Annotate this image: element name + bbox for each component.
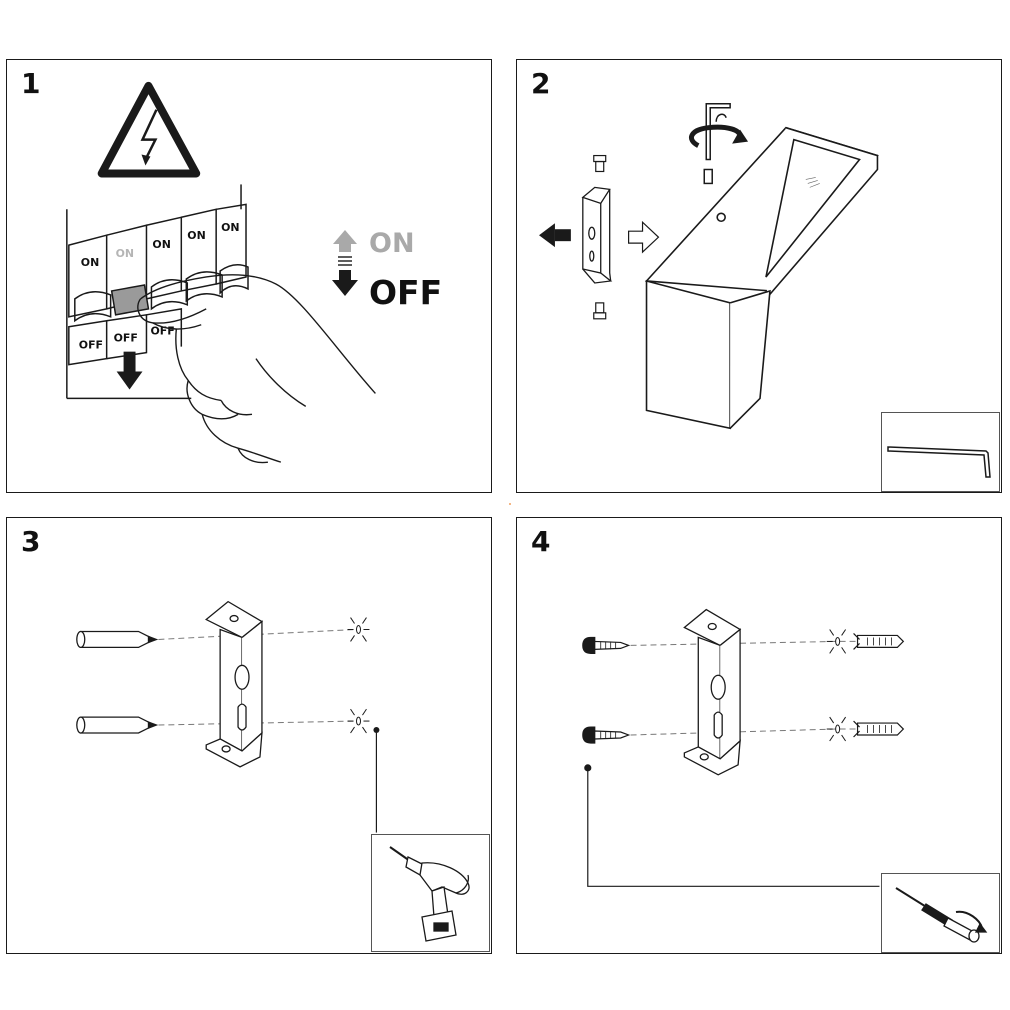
hex-key-icon: [887, 446, 991, 478]
breaker-off-label: OFF: [79, 339, 103, 352]
separator-lines: [338, 256, 352, 266]
pencil-icon: [76, 630, 159, 649]
lamp-bracket-illustration: [539, 103, 879, 430]
arrow-left-icon: [539, 223, 571, 248]
wall-plug-icon: [853, 633, 905, 650]
leader-line: [373, 727, 380, 833]
wall-plug-icon: [853, 720, 905, 738]
pencil-icon: [76, 716, 159, 734]
step-number: 4: [531, 525, 551, 558]
arrow-down-icon: [332, 270, 358, 296]
breaker-on-labels: ON ON ON ON ON: [81, 221, 240, 269]
tool-inset-hex-key: [881, 412, 1000, 492]
wall-mark-icon: [347, 617, 370, 642]
on-off-arrows: [332, 230, 358, 296]
breaker-panel: [66, 184, 249, 400]
screw-icon: [582, 726, 631, 744]
breaker-on-label: ON: [187, 229, 205, 242]
breaker-on-label: ON: [81, 256, 99, 269]
wall-mark-icon: [826, 629, 847, 654]
breaker-on-label: ON: [116, 247, 134, 260]
screw-fixing-illustration: [582, 608, 905, 887]
marking-holes-illustration: [76, 600, 380, 833]
tool-inset-drill: [371, 834, 490, 952]
leader-line: [584, 764, 880, 887]
breaker-off-labels: OFF OFF OFF: [79, 325, 175, 352]
guide-lines: [630, 640, 856, 736]
step-4-panel: 4: [516, 517, 1002, 954]
step-number: 3: [21, 525, 41, 558]
breaker-illustration: ON ON ON ON ON OFF OFF OFF: [66, 81, 376, 464]
lamp-inner-texture: [805, 177, 820, 188]
step-3-panel: 3: [6, 517, 492, 954]
step-1-panel: 1: [6, 59, 492, 493]
step-number: 1: [21, 67, 41, 100]
wall-mark-icon: [826, 716, 847, 742]
screw-icon: [582, 636, 631, 654]
tool-inset-screwdriver: [881, 873, 1000, 953]
drill-icon: [389, 846, 470, 942]
wall-lamp-illustration: [644, 126, 879, 430]
hand-illustration: [137, 274, 376, 464]
arrow-right-outline-icon: [628, 220, 660, 254]
bracket-illustration: [581, 186, 613, 284]
guide-lines: [158, 628, 356, 726]
warning-high-voltage-icon: [97, 81, 201, 178]
breaker-off-label: OFF: [114, 332, 138, 345]
bracket-illustration: [683, 608, 742, 776]
on-label: ON: [369, 228, 415, 259]
rotate-icon: [689, 113, 749, 148]
bracket-illustration: [205, 600, 264, 768]
breaker-on-label: ON: [221, 221, 239, 234]
speck: [509, 503, 511, 505]
arrow-down-icon: [116, 351, 143, 390]
arrow-up-icon: [333, 230, 357, 252]
breaker-on-label: ON: [152, 238, 170, 251]
screwdriver-icon: [895, 887, 988, 943]
step-2-panel: 2: [516, 59, 1002, 493]
hex-key-icon: [703, 103, 731, 185]
screw-icon: [593, 154, 607, 320]
wall-mark-icon: [347, 708, 370, 734]
step-number: 2: [531, 67, 551, 100]
off-label: OFF: [369, 273, 443, 312]
